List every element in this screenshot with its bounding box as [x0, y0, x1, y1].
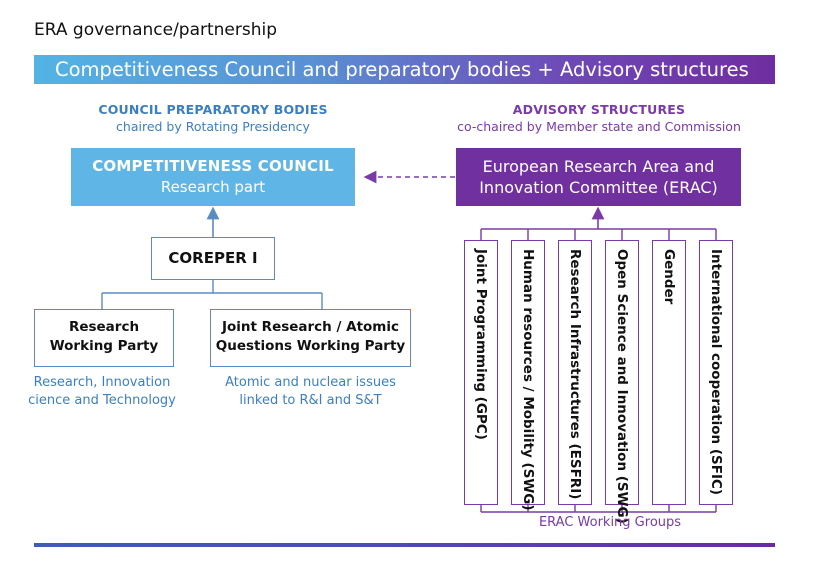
joint-wp-caption: Atomic and nuclear issues linked to R&I …: [210, 374, 411, 410]
research-wp-caption: Research, Innovation cience and Technolo…: [14, 374, 190, 410]
working-group-label: Open Science and Innovation (SWG): [614, 249, 630, 524]
joint-wp-caption-line2: linked to R&I and S&T: [239, 393, 382, 408]
advisory-structures-heading: ADVISORY STRUCTURES co-chaired by Member…: [443, 101, 755, 135]
working-group-label: Joint Programming (GPC): [473, 249, 489, 440]
working-group-gpc: Joint Programming (GPC): [464, 240, 498, 505]
council-preparatory-heading: COUNCIL PREPARATORY BODIES chaired by Ro…: [71, 101, 355, 135]
joint-wp-line2: Questions Working Party: [215, 338, 406, 354]
council-preparatory-subtitle: chaired by Rotating Presidency: [116, 119, 310, 134]
working-group-hr-mobility: Human resources / Mobility (SWG): [511, 240, 545, 511]
page-title: ERA governance/partnership: [34, 20, 278, 40]
working-group-label: International cooperation (SFIC): [708, 249, 724, 496]
joint-wp-line1: Joint Research / Atomic: [221, 319, 400, 335]
working-group-sfic: International cooperation (SFIC): [699, 240, 733, 505]
research-wp-caption-line1: Research, Innovation: [33, 375, 171, 390]
research-wp-caption-line2: cience and Technology: [28, 393, 176, 408]
erac-title-line1: European Research Area and: [482, 157, 715, 176]
banner: Competitiveness Council and preparatory …: [34, 55, 775, 84]
research-wp-line2: Working Party: [49, 338, 159, 354]
working-group-esfri: Research Infrastructures (ESFRI): [558, 240, 592, 505]
working-group-label: Research Infrastructures (ESFRI): [567, 249, 583, 500]
working-group-open-science: Open Science and Innovation (SWG): [605, 240, 639, 524]
erac-title-line2: Innovation Committee (ERAC): [479, 178, 718, 197]
coreper-box: COREPER I: [151, 237, 275, 280]
erac-box: European Research Area and Innovation Co…: [456, 148, 741, 206]
bottom-rule: [34, 543, 775, 547]
research-working-party-box: Research Working Party: [34, 309, 174, 367]
working-group-gender: Gender: [652, 240, 686, 505]
research-wp-line1: Research: [68, 319, 140, 335]
erac-working-groups-caption: ERAC Working Groups: [538, 515, 682, 530]
competitiveness-council-subtitle: Research part: [160, 178, 266, 196]
council-preparatory-title: COUNCIL PREPARATORY BODIES: [98, 102, 328, 117]
joint-wp-caption-line1: Atomic and nuclear issues: [225, 375, 396, 390]
advisory-structures-subtitle: co-chaired by Member state and Commissio…: [457, 119, 741, 134]
working-group-label: Human resources / Mobility (SWG): [520, 249, 536, 511]
advisory-structures-title: ADVISORY STRUCTURES: [512, 102, 686, 117]
working-group-label: Gender: [661, 249, 677, 305]
competitiveness-council-box: COMPETITIVENESS COUNCIL Research part: [71, 148, 355, 206]
joint-research-working-party-box: Joint Research / Atomic Questions Workin…: [210, 309, 411, 367]
competitiveness-council-title: COMPETITIVENESS COUNCIL: [92, 157, 334, 175]
